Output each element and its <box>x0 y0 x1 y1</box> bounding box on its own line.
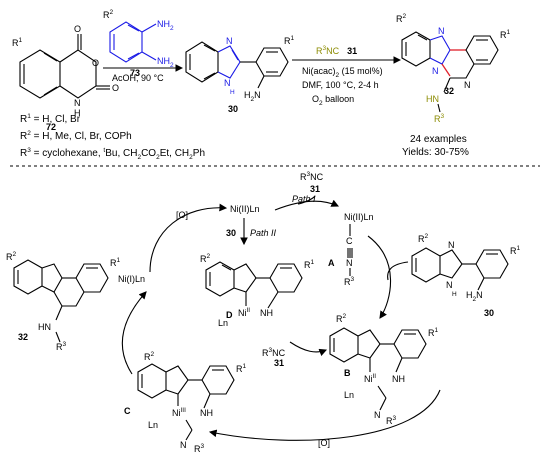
svg-text:NH2: NH2 <box>157 56 174 69</box>
svg-text:R1: R1 <box>12 37 23 48</box>
svg-text:Ln: Ln <box>218 318 228 328</box>
svg-text:D: D <box>226 310 233 320</box>
oxidation-label: [O] <box>176 210 188 220</box>
compound-number: 30 <box>228 104 238 114</box>
ni-ii-species: Ni(II)Ln <box>230 204 260 214</box>
svg-text:31: 31 <box>274 358 284 368</box>
arrow1-conditions: AcOH, 90 °C <box>112 73 164 83</box>
yields: Yields: 30-75% <box>402 147 469 158</box>
compound-32: N N N HN R3 R2 R1 32 <box>396 13 511 124</box>
svg-text:R1: R1 <box>284 35 295 46</box>
svg-text:N: N <box>226 36 233 46</box>
svg-text:N: N <box>346 258 353 268</box>
r1-label: R <box>12 38 19 48</box>
svg-text:O2 balloon: O2 balloon <box>312 94 354 107</box>
compound-number: 32 <box>444 86 454 96</box>
svg-text:R1: R1 <box>510 245 521 256</box>
svg-text:N: N <box>446 280 453 290</box>
svg-text:DMF, 100 °C, 2-4 h: DMF, 100 °C, 2-4 h <box>302 80 379 90</box>
svg-text:C: C <box>124 406 131 416</box>
svg-text:R2: R2 <box>6 251 17 262</box>
svg-text:N: N <box>224 78 231 88</box>
svg-text:HN: HN <box>38 322 51 332</box>
svg-text:R2: R2 <box>103 9 114 20</box>
svg-text:Ni(II)Ln: Ni(II)Ln <box>344 212 374 222</box>
svg-text:NH: NH <box>392 374 405 384</box>
svg-text:Ln: Ln <box>148 420 158 430</box>
svg-text:R3: R3 <box>194 443 205 454</box>
svg-text:N: N <box>464 80 471 90</box>
svg-text:R1 = H, Cl, Br: R1 = H, Cl, Br <box>20 113 81 125</box>
intermediate-A: Ni(II)Ln C N R3 A <box>328 212 374 287</box>
atom-o3: O <box>112 83 119 93</box>
svg-text:Ln: Ln <box>344 390 354 400</box>
svg-text:R3: R3 <box>344 276 355 287</box>
svg-text:31: 31 <box>310 184 320 194</box>
svg-text:C: C <box>346 236 353 246</box>
svg-text:R3: R3 <box>56 341 67 352</box>
svg-text:N: N <box>432 66 439 76</box>
svg-text:H: H <box>230 89 235 96</box>
svg-text:NiIII: NiIII <box>172 407 186 418</box>
svg-text:R1: R1 <box>428 327 439 338</box>
product-32: HN R3 R2 R1 32 <box>6 251 121 352</box>
svg-text:A: A <box>328 258 335 268</box>
svg-text:R2: R2 <box>144 351 155 362</box>
svg-text:NH: NH <box>200 408 213 418</box>
compound-30: N N H H2N R1 30 <box>185 35 295 114</box>
svg-text:Ni(acac)2 (15 mol%): Ni(acac)2 (15 mol%) <box>302 66 383 79</box>
svg-text:N: N <box>374 410 381 420</box>
svg-text:Path II: Path II <box>250 228 277 238</box>
svg-text:R2: R2 <box>200 253 211 264</box>
svg-text:R1: R1 <box>500 29 511 40</box>
svg-text:R3: R3 <box>386 415 397 426</box>
svg-text:R2: R2 <box>336 313 347 324</box>
atom-h: H <box>74 108 81 118</box>
svg-text:N: N <box>448 240 455 250</box>
svg-text:R1: R1 <box>304 259 315 270</box>
compound-number: 73 <box>130 68 140 78</box>
svg-text:R1: R1 <box>236 363 247 374</box>
svg-text:HN: HN <box>426 94 439 104</box>
svg-text:[O]: [O] <box>318 438 330 448</box>
ni-i-species: Ni(I)Ln <box>118 274 145 284</box>
svg-text:30: 30 <box>226 228 236 238</box>
atom-n: N <box>74 98 81 108</box>
svg-text:NiII: NiII <box>364 373 376 384</box>
atom-o2: O <box>92 58 99 68</box>
svg-text:R3NC: R3NC <box>262 347 286 358</box>
atom-o1: O <box>74 24 81 34</box>
isocyanide-top: R3NC <box>300 171 324 182</box>
svg-text:N: N <box>180 440 187 450</box>
intermediate-C: NiIII NH Ln N R3 R2 R1 C <box>124 351 247 454</box>
svg-text:B: B <box>344 368 351 378</box>
svg-text:H2N: H2N <box>244 90 261 103</box>
svg-text:NH: NH <box>260 308 273 318</box>
compound-number: 72 <box>46 122 56 132</box>
intermediate-B: NiII NH Ln N R3 R2 R1 B <box>329 313 439 426</box>
substrate-30: N N H H2N R2 R1 30 <box>411 233 521 318</box>
svg-text:H2N: H2N <box>466 290 483 303</box>
svg-text:32: 32 <box>18 332 28 342</box>
svg-text:R3: R3 <box>434 113 445 124</box>
svg-text:H: H <box>452 291 457 298</box>
svg-text:Path I: Path I <box>292 194 316 204</box>
intermediate-D: NiII NH Ln R2 R1 D <box>200 253 315 328</box>
svg-text:R1: R1 <box>110 257 121 268</box>
compound-72: O O O N H R1 72 <box>12 24 119 132</box>
svg-text:R2: R2 <box>418 233 429 244</box>
examples-count: 24 examples <box>410 134 467 145</box>
svg-text:NiII: NiII <box>238 307 250 318</box>
reagent-73: NH2 NH2 R2 73 <box>103 9 174 78</box>
svg-text:NH2: NH2 <box>157 19 174 32</box>
svg-text:N: N <box>438 26 445 36</box>
svg-text:R2 = H, Me, Cl, Br, COPh: R2 = H, Me, Cl, Br, COPh <box>20 130 132 142</box>
svg-text:30: 30 <box>484 308 494 318</box>
svg-text:R2: R2 <box>396 13 407 24</box>
svg-text:R3 = cyclohexane, tBu, CH2CO2E: R3 = cyclohexane, tBu, CH2CO2Et, CH2Ph <box>20 147 205 161</box>
substituent-legend: R1 = H, Cl, Br R2 = H, Me, Cl, Br, COPh … <box>20 113 205 161</box>
